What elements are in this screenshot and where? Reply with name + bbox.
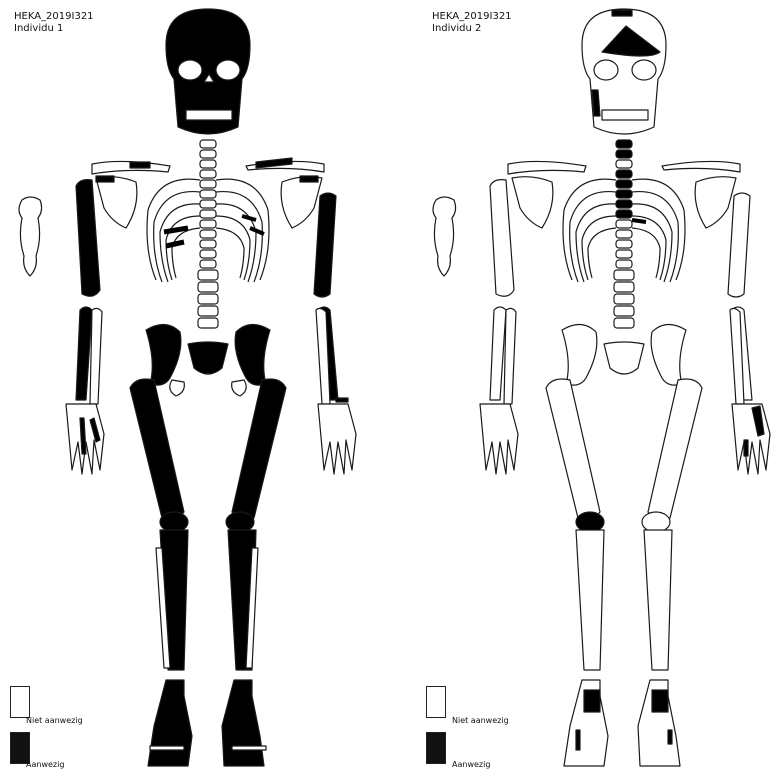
- skeleton-diagram-2: [386, 0, 772, 773]
- skull: [582, 9, 666, 134]
- hands: [480, 404, 770, 474]
- skeleton-panel-individual-1: HEKA_2019I321 Individu 1 Niet aanwezig A…: [0, 0, 386, 773]
- pelvis: [146, 324, 270, 396]
- legend-label-absent: Niet aanwezig: [452, 716, 509, 725]
- legend-swatch-present: [426, 732, 446, 764]
- specimen-code: HEKA_2019I321: [432, 11, 512, 23]
- panel-header: HEKA_2019I321 Individu 1: [14, 11, 94, 35]
- specimen-code: HEKA_2019I321: [14, 11, 94, 23]
- legs: [546, 379, 702, 670]
- loose-metacarpal: [433, 197, 456, 276]
- loose-metacarpal: [19, 197, 42, 276]
- individual-label: Individu 1: [14, 23, 94, 35]
- feet: [148, 680, 266, 766]
- feet: [564, 680, 680, 766]
- legs: [130, 379, 286, 670]
- skull: [166, 9, 250, 134]
- spine: [614, 140, 634, 328]
- skeleton-diagram-1: [0, 0, 386, 773]
- panel-header: HEKA_2019I321 Individu 2: [432, 11, 512, 35]
- legend-label-absent: Niet aanwezig: [26, 716, 83, 725]
- pelvis: [562, 324, 686, 385]
- legend-swatch-absent: [10, 686, 30, 718]
- spine: [198, 140, 218, 328]
- legend-swatch-absent: [426, 686, 446, 718]
- hands: [66, 398, 356, 474]
- individual-label: Individu 2: [432, 23, 512, 35]
- legend-label-present: Aanwezig: [26, 760, 64, 769]
- skeleton-panel-individual-2: HEKA_2019I321 Individu 2 Niet aanwezig A…: [386, 0, 772, 773]
- legend-label-present: Aanwezig: [452, 760, 490, 769]
